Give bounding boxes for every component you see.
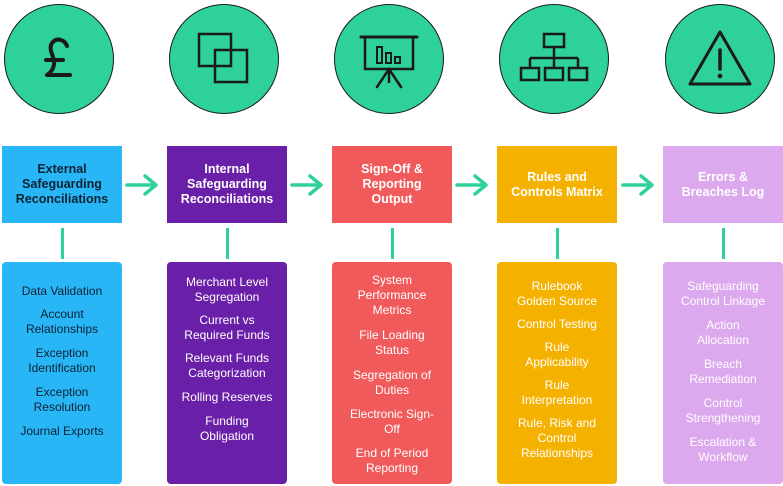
- squares-circle: [169, 4, 279, 114]
- list-item: Relevant Funds Categorization: [184, 351, 270, 380]
- connector-line: [556, 228, 559, 259]
- header-errors-breaches: Errors & Breaches Log: [663, 146, 783, 223]
- list-item: Current vs Required Funds: [184, 313, 270, 342]
- list-item: Merchant Level Segregation: [185, 275, 269, 304]
- arrow-right-icon: [290, 174, 323, 196]
- header-title: Errors & Breaches Log: [681, 169, 765, 199]
- body-sign-off-reporting: System Performance Metrics File Loading …: [332, 262, 452, 484]
- list-item: Control Testing: [517, 317, 597, 331]
- connector-line: [226, 228, 229, 259]
- list-item: Journal Exports: [20, 424, 104, 438]
- body-external-safeguarding: Data Validation Account Relationships Ex…: [2, 262, 122, 484]
- body-errors-breaches: Safeguarding Control Linkage Action Allo…: [663, 262, 783, 484]
- header-title: External Safeguarding Reconciliations: [15, 162, 109, 206]
- list-item: Data Validation: [21, 284, 103, 298]
- list-item: Segregation of Duties: [352, 368, 432, 397]
- list-item: Rulebook Golden Source: [516, 279, 598, 308]
- list-item: File Loading Status: [359, 328, 425, 357]
- body-rules-controls: Rulebook Golden Source Control Testing R…: [497, 262, 617, 484]
- list-item: End of Period Reporting: [355, 446, 429, 475]
- warning-icon: [688, 30, 752, 86]
- list-item: Rule, Risk and Control Relationships: [517, 416, 597, 460]
- presentation-circle: [334, 4, 444, 114]
- list-item: Exception Resolution: [33, 385, 91, 414]
- list-item: Account Relationships: [25, 307, 99, 336]
- connector-line: [61, 228, 64, 259]
- hierarchy-circle: [499, 4, 609, 114]
- pound-circle: [4, 4, 114, 114]
- connector-line: [722, 228, 725, 259]
- list-item: Escalation & Workflow: [689, 435, 757, 464]
- hierarchy-icon: [519, 32, 589, 82]
- header-sign-off-reporting: Sign-Off & Reporting Output: [332, 146, 452, 223]
- arrow-right-icon: [621, 174, 654, 196]
- warning-circle: [665, 4, 775, 114]
- connector-line: [391, 228, 394, 259]
- overlapping-squares-icon: [197, 32, 249, 84]
- arrow-right-icon: [125, 174, 158, 196]
- list-item: System Performance Metrics: [357, 273, 427, 317]
- body-internal-safeguarding: Merchant Level Segregation Current vs Re…: [167, 262, 287, 484]
- header-external-safeguarding: External Safeguarding Reconciliations: [2, 146, 122, 223]
- header-title: Internal Safeguarding Reconciliations: [180, 162, 274, 206]
- header-title: Rules and Controls Matrix: [511, 169, 603, 199]
- list-item: Exception Identification: [28, 346, 96, 375]
- list-item: Rule Applicability: [525, 340, 589, 369]
- presentation-chart-icon: [359, 35, 419, 89]
- list-item: Electronic Sign- Off: [349, 407, 435, 436]
- header-rules-controls: Rules and Controls Matrix: [497, 146, 617, 223]
- header-internal-safeguarding: Internal Safeguarding Reconciliations: [167, 146, 287, 223]
- list-item: Rule Interpretation: [521, 378, 593, 407]
- list-item: Action Allocation: [696, 318, 750, 347]
- list-item: Safeguarding Control Linkage: [680, 279, 766, 308]
- list-item: Breach Remediation: [689, 357, 757, 386]
- list-item: Funding Obligation: [199, 414, 255, 443]
- pound-icon: [44, 37, 72, 77]
- arrow-right-icon: [455, 174, 488, 196]
- list-item: Rolling Reserves: [181, 390, 273, 404]
- list-item: Control Strengthening: [685, 396, 761, 425]
- header-title: Sign-Off & Reporting Output: [361, 162, 423, 206]
